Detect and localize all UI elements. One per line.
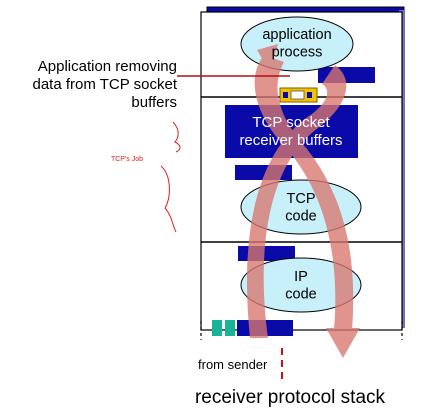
packet-header-1: [212, 320, 222, 336]
tcps-job-brace-small: [172, 121, 181, 153]
ip-code-ellipse: [240, 257, 362, 313]
diagram-title: receiver protocol stack: [195, 387, 386, 408]
from-sender-label: from sender: [198, 357, 268, 372]
arrowhead-bottom: [326, 328, 360, 358]
tcps-job-label: TCP's Job: [111, 156, 143, 163]
arrow-body-up: [246, 65, 347, 338]
socket-connector-right-tab: [307, 92, 312, 98]
packet-header-2: [225, 320, 235, 336]
socket-connector-window: [290, 90, 305, 100]
socket-connector-left-tab: [283, 92, 288, 98]
data-flow-arrow: [246, 44, 360, 358]
tcps-job-brace-large: [160, 165, 177, 233]
arrow-body-down: [254, 55, 354, 330]
arrowhead-top: [257, 44, 278, 72]
